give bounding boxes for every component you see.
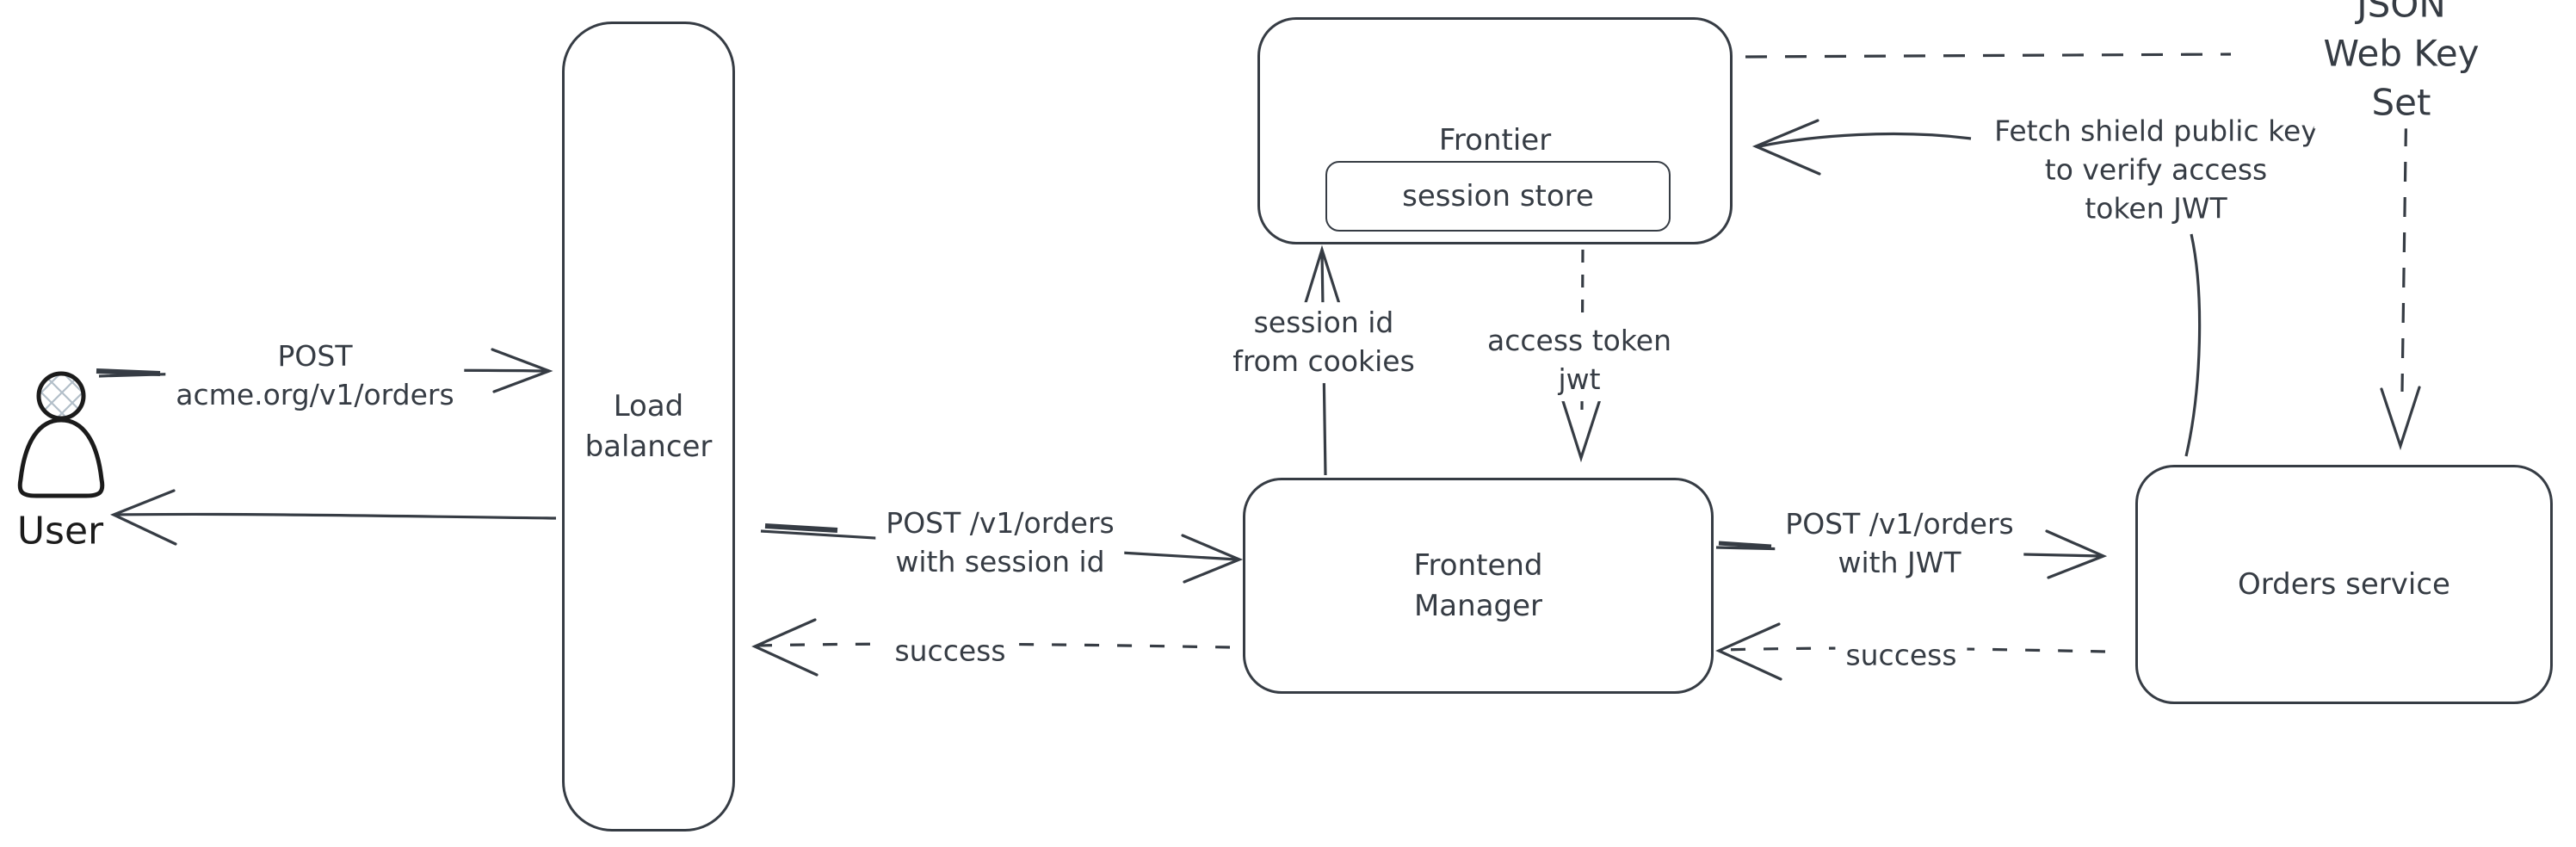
edge-label-fetch-shield-public-key: Fetch shield public key to verify access… xyxy=(1984,110,2328,231)
arrowhead-lb-to-user xyxy=(109,489,177,546)
arrow-user-to-lb-start-dash xyxy=(96,368,161,376)
node-frontend-manager: Frontend Manager xyxy=(1243,478,1714,694)
node-frontier: Frontier session store xyxy=(1257,17,1733,244)
edge-label-post-acme-orders: POST acme.org/v1/orders xyxy=(165,336,465,417)
edge-label-post-with-session-id: POST /v1/orders with session id xyxy=(875,503,1125,584)
load-balancer-label: Load balancer xyxy=(584,388,713,464)
edge-label-success-orders: success xyxy=(1835,634,1968,677)
line-orders-to-frontier-horizontal xyxy=(1758,132,1972,148)
edge-label-post-with-jwt: POST /v1/orders with JWT xyxy=(1775,504,2024,584)
user-label: User xyxy=(16,509,104,553)
session-store-label: session store xyxy=(1402,178,1594,213)
line-orders-to-frontier-curve xyxy=(2184,233,2202,457)
arrowhead-orders-to-fm-success xyxy=(1715,622,1782,681)
arrowhead-frontier-to-fm xyxy=(1561,398,1602,463)
arrow-lb-to-user xyxy=(114,512,557,520)
user-body xyxy=(17,417,105,498)
frontend-manager-label: Frontend Manager xyxy=(1413,547,1543,623)
arrowhead-fm-to-orders xyxy=(2045,529,2108,579)
node-session-store: session store xyxy=(1325,161,1671,232)
frontier-label: Frontier xyxy=(1438,123,1552,158)
line-frontier-to-jwks xyxy=(1745,53,2232,59)
arrowhead-fm-to-frontier xyxy=(1302,244,1342,310)
arrowhead-jwks-to-orders xyxy=(2380,386,2421,451)
arrow-orders-to-fm-success xyxy=(1720,646,2106,653)
arrow-lb-to-fm-start-dash xyxy=(764,523,838,533)
user-figure xyxy=(17,371,105,498)
edge-label-access-token-jwt: access token jwt xyxy=(1477,320,1682,401)
arrowhead-user-to-lb xyxy=(491,348,553,393)
orders-service-label: Orders service xyxy=(2238,566,2450,602)
edge-label-success-lb: success xyxy=(884,630,1016,673)
arrowhead-orders-to-frontier xyxy=(1751,119,1821,176)
arrow-jwks-to-orders xyxy=(2400,90,2408,393)
node-orders-service: Orders service xyxy=(2135,465,2553,704)
user-head xyxy=(36,371,86,421)
arrowhead-fm-to-lb-success xyxy=(751,618,819,677)
edge-label-session-id-from-cookies: session id from cookies xyxy=(1222,302,1425,383)
node-jwks-label: JSON Web Key Set xyxy=(2313,0,2489,129)
arrowhead-lb-to-fm xyxy=(1181,534,1244,584)
node-load-balancer: Load balancer xyxy=(562,22,735,832)
arrow-fm-to-orders-start-dash xyxy=(1718,541,1772,549)
